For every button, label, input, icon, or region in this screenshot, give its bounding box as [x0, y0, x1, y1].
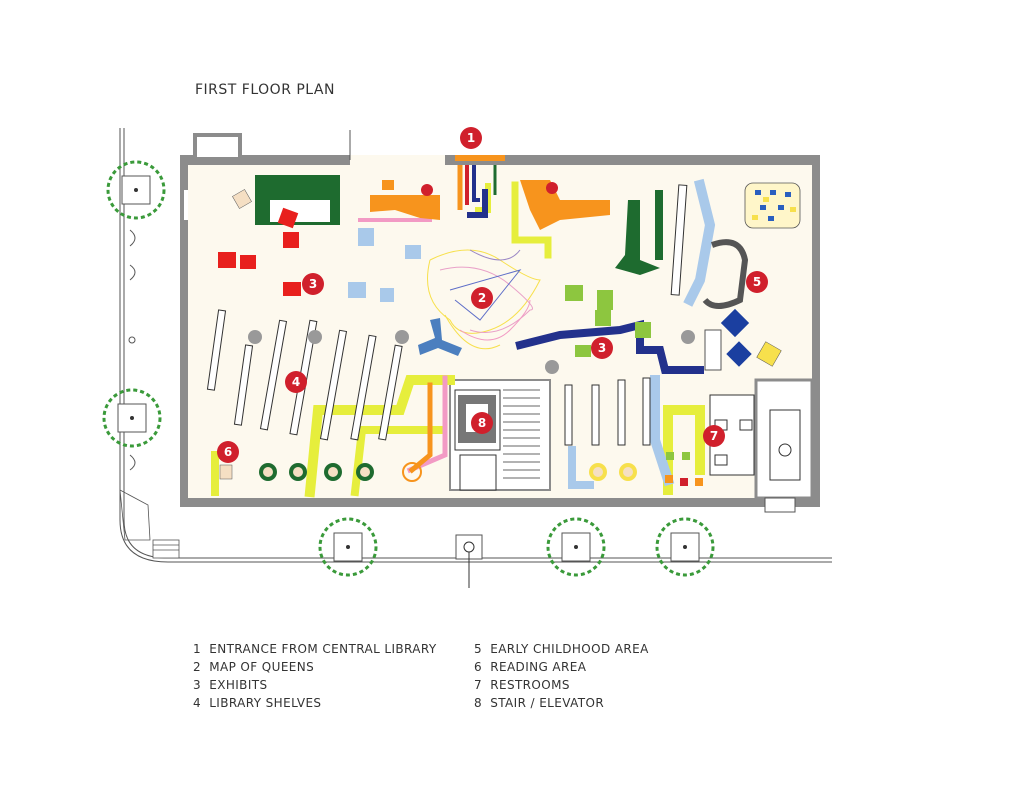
legend-item: 8 STAIR / ELEVATOR	[474, 696, 605, 710]
tree-icon	[655, 517, 715, 577]
seating	[218, 207, 651, 357]
marker-library-shelves: 4	[285, 371, 307, 393]
legend-item: 1 ENTRANCE FROM CENTRAL LIBRARY	[193, 642, 437, 656]
svg-text:5: 5	[753, 275, 761, 289]
orange-zone	[370, 180, 610, 230]
trees	[102, 160, 715, 588]
svg-text:6: 6	[224, 445, 232, 459]
marker-exhibits-right: 3	[591, 337, 613, 359]
entrance-colored-lines	[455, 155, 505, 210]
tree-icon	[102, 388, 162, 448]
restrooms	[709, 394, 801, 481]
reading-nook-green	[232, 175, 340, 225]
legend-item: 5 EARLY CHILDHOOD AREA	[474, 642, 649, 656]
marker-exhibits-left: 3	[302, 273, 324, 295]
marker-stair-elevator: 8	[471, 412, 493, 434]
legend-column-2: 5 EARLY CHILDHOOD AREA 6 READING AREA 7 …	[474, 640, 649, 712]
legend-item: 2 MAP OF QUEENS	[193, 660, 315, 674]
reading-tables	[219, 452, 703, 486]
round-tables	[248, 330, 695, 374]
tree-icon	[318, 517, 378, 577]
marker-map-of-queens: 2	[471, 287, 493, 309]
marker-early-childhood: 5	[746, 271, 768, 293]
street-lamp-icon	[455, 534, 483, 588]
dark-green-shelving	[615, 190, 663, 275]
svg-text:8: 8	[478, 416, 486, 430]
svg-text:3: 3	[309, 277, 317, 291]
tree-icon	[546, 517, 606, 577]
column-markers	[128, 229, 136, 471]
legend-item: 7 RESTROOMS	[474, 678, 570, 692]
svg-text:1: 1	[467, 131, 475, 145]
legend-column-1: 1 ENTRANCE FROM CENTRAL LIBRARY 2 MAP OF…	[193, 640, 437, 712]
marker-reading-area: 6	[217, 441, 239, 463]
svg-text:4: 4	[292, 375, 300, 389]
svg-text:2: 2	[478, 291, 486, 305]
sidewalk-grate	[119, 489, 180, 559]
plan-markers: 1 2 3 3 4 5 6 7	[217, 127, 768, 463]
tree-icon	[106, 160, 166, 220]
map-of-queens	[427, 249, 541, 350]
y-exhibit	[418, 318, 462, 356]
marker-restrooms: 7	[703, 425, 725, 447]
svg-text:3: 3	[598, 341, 606, 355]
early-childhood-area	[702, 182, 801, 371]
legend-item: 4 LIBRARY SHELVES	[193, 696, 322, 710]
library-shelves	[206, 184, 688, 446]
svg-text:7: 7	[710, 429, 718, 443]
legend-item: 3 EXHIBITS	[193, 678, 268, 692]
legend-item: 6 READING AREA	[474, 660, 587, 674]
marker-entrance: 1	[460, 127, 482, 149]
plan-title: FIRST FLOOR PLAN	[195, 82, 335, 98]
